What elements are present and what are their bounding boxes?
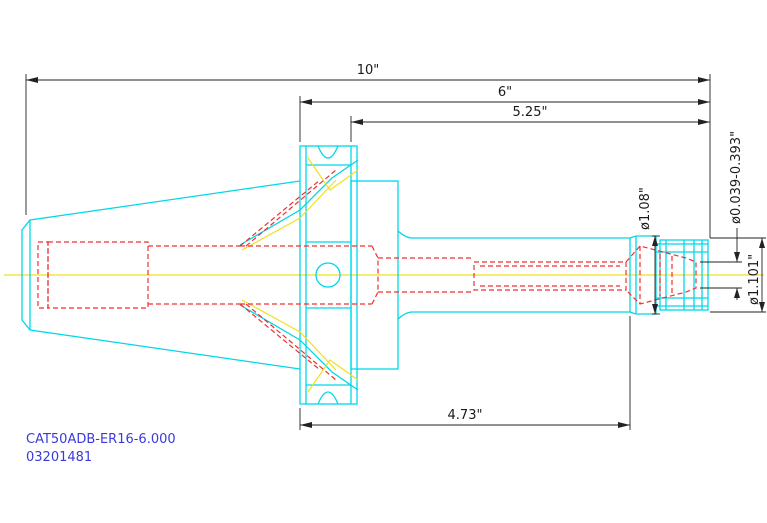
dim-collet-range: ø0.039-0.393"	[729, 131, 744, 224]
dim-flange-to-end: 5.25"	[513, 105, 548, 120]
dimension-nut-diameter: ø1.101"	[710, 237, 766, 313]
dimension-10in: 10"	[25, 63, 711, 238]
part-number: 03201481	[26, 450, 92, 465]
hidden-lines	[37, 169, 697, 381]
dim-nose-diameter: ø1.08"	[638, 187, 653, 230]
dim-gauge-to-end: 6"	[498, 85, 512, 100]
holder-outline	[21, 145, 709, 405]
v-groove-lines	[241, 157, 359, 393]
dimension-6in: 6"	[299, 85, 710, 142]
dimension-4-73in: 4.73"	[299, 316, 631, 430]
dimension-nose-diameter: ø1.08"	[638, 187, 660, 315]
dim-nut-diameter: ø1.101"	[747, 254, 762, 305]
dimension-collet-range: ø0.039-0.393"	[700, 131, 744, 300]
dim-shank-length: 4.73"	[448, 408, 483, 423]
dimension-5-25in: 5.25"	[350, 105, 710, 142]
dim-overall-length: 10"	[357, 63, 380, 78]
part-name: CAT50ADB-ER16-6.000	[26, 432, 176, 447]
